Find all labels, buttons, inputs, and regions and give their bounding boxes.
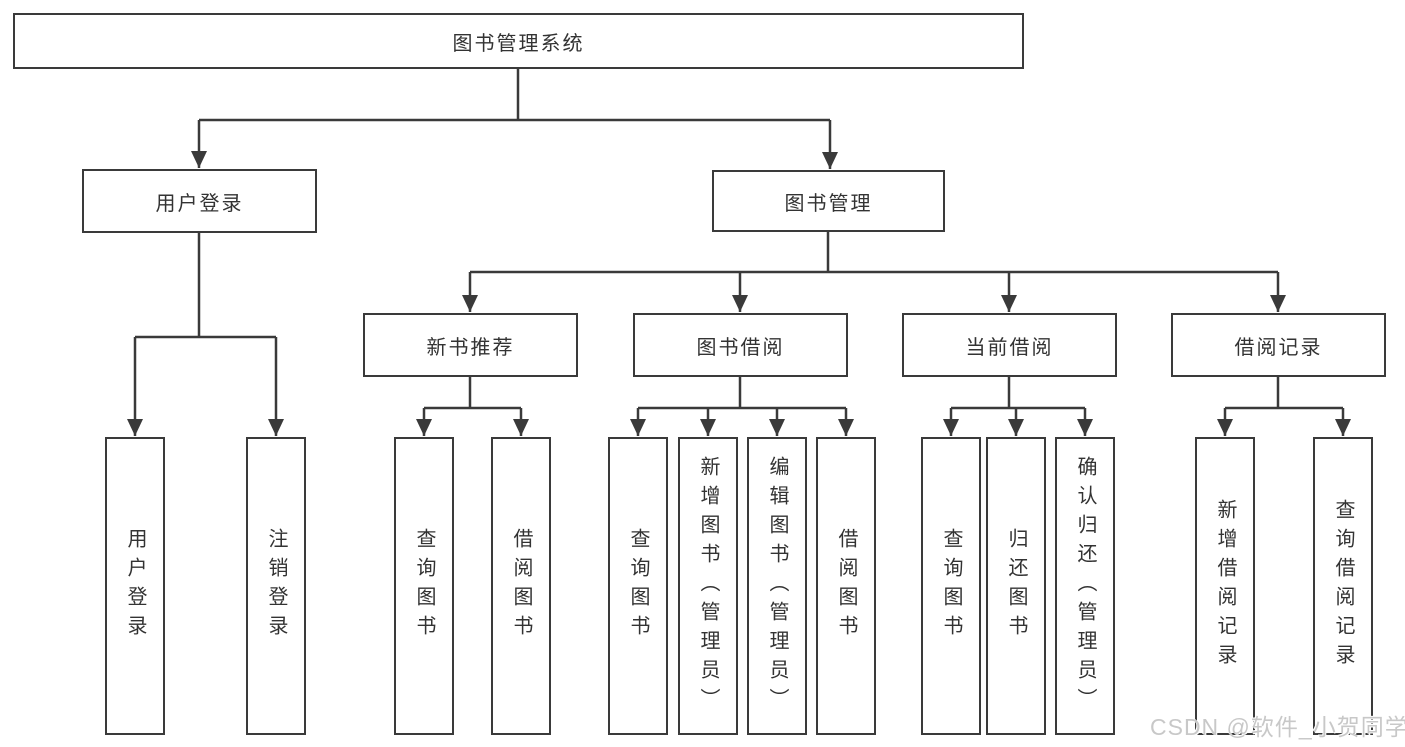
leaf-label: 借阅图书	[510, 528, 532, 644]
leaf-edit-books-admin: 编辑图书（管理员）	[747, 437, 807, 735]
node-label: 新书推荐	[426, 336, 515, 359]
leaf-query-books-recommend: 查询图书	[394, 437, 454, 735]
leaf-label: 新增图书（管理员）	[697, 455, 719, 717]
csdn-watermark: CSDN @软件_小贺同学	[1150, 714, 1405, 740]
leaf-confirm-return-admin: 确认归还（管理员）	[1055, 437, 1115, 735]
leaf-label: 用户登录	[124, 528, 146, 644]
node-book-borrow: 图书借阅	[633, 313, 848, 377]
leaf-borrow-books: 借阅图书	[816, 437, 876, 735]
node-label: 借阅记录	[1234, 336, 1323, 359]
leaf-label: 确认归还（管理员）	[1074, 455, 1096, 717]
node-label: 图书管理系统	[452, 32, 585, 55]
leaf-label: 新增借阅记录	[1214, 499, 1236, 673]
node-user-login: 用户登录	[82, 169, 317, 233]
node-new-book-recommend: 新书推荐	[363, 313, 578, 377]
leaf-add-books-admin: 新增图书（管理员）	[678, 437, 738, 735]
leaf-add-borrow-record: 新增借阅记录	[1195, 437, 1255, 735]
node-label: 当前借阅	[965, 336, 1054, 359]
leaf-query-borrow-record: 查询借阅记录	[1313, 437, 1373, 735]
leaf-query-books-current: 查询图书	[921, 437, 981, 735]
node-label: 图书管理	[784, 192, 873, 215]
leaf-return-books: 归还图书	[986, 437, 1046, 735]
node-root-system: 图书管理系统	[13, 13, 1024, 69]
leaf-label: 查询借阅记录	[1332, 499, 1354, 673]
node-current-borrow: 当前借阅	[902, 313, 1117, 377]
leaf-label: 注销登录	[265, 528, 287, 644]
node-borrow-records: 借阅记录	[1171, 313, 1386, 377]
leaf-user-login: 用户登录	[105, 437, 165, 735]
leaf-label: 借阅图书	[835, 528, 857, 644]
leaf-label: 查询图书	[940, 528, 962, 644]
node-label: 图书借阅	[696, 336, 785, 359]
leaf-label: 编辑图书（管理员）	[766, 455, 788, 717]
leaf-label: 查询图书	[413, 528, 435, 644]
leaf-logout: 注销登录	[246, 437, 306, 735]
leaf-query-books-borrow: 查询图书	[608, 437, 668, 735]
node-book-management: 图书管理	[712, 170, 945, 232]
leaf-label: 查询图书	[627, 528, 649, 644]
leaf-label: 归还图书	[1005, 528, 1027, 644]
node-label: 用户登录	[155, 192, 244, 215]
leaf-borrow-books-recommend: 借阅图书	[491, 437, 551, 735]
